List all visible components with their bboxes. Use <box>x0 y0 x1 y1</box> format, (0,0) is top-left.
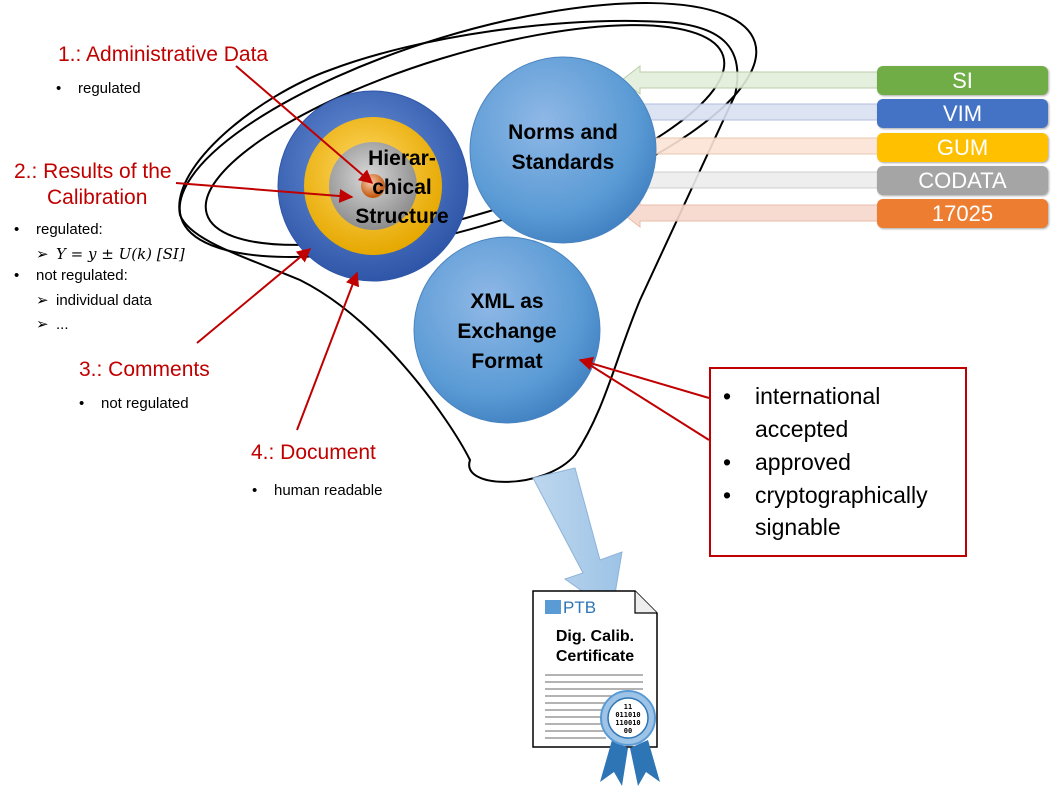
label-admin: 1.: Administrative Data <box>58 43 269 66</box>
standard-si: SI <box>877 66 1048 95</box>
hierarchical-text: Hierar- chical Structure <box>355 147 449 228</box>
hierarchical-target <box>277 90 469 282</box>
loop-outer <box>178 2 758 258</box>
label-results-2: Calibration <box>47 186 148 209</box>
bullet-results-formula: ➢Y = y ± U(k) [SI] <box>36 245 185 263</box>
bullet-comments: •not regulated <box>79 395 189 412</box>
label-comments: 3.: Comments <box>79 358 210 381</box>
certificate-document <box>532 590 660 786</box>
xml-disc <box>413 236 601 424</box>
standard-vim: VIM <box>877 99 1048 128</box>
down-arrow <box>532 467 623 613</box>
ptb-logo: PTB <box>563 598 597 617</box>
label-document: 4.: Document <box>251 441 376 464</box>
bullet-admin: •regulated <box>56 80 141 97</box>
bullet-results-ellipsis: ➢... <box>36 316 69 333</box>
pointer-results <box>175 182 354 203</box>
pointer-admin <box>235 65 374 184</box>
binary-lines <box>545 674 643 739</box>
standard-17025: 17025 <box>877 199 1048 228</box>
norms-text: Norms and Standards <box>508 121 618 174</box>
bullet-document: •human readable <box>252 482 383 499</box>
pointer-comments <box>196 248 312 344</box>
label-results-1: 2.: Results of the <box>14 160 172 183</box>
pointer-xml-2 <box>589 364 710 441</box>
bullet-results-regulated: •regulated: <box>14 221 103 238</box>
xml-properties-box: •international accepted •approved •crypt… <box>709 367 967 557</box>
standard-gum: GUM <box>877 133 1048 162</box>
bullet-results-individual: ➢individual data <box>36 292 152 309</box>
norms-disc <box>469 56 657 244</box>
bullet-results-not-regulated: •not regulated: <box>14 267 128 284</box>
seal-text: 11 011010 110010 00 <box>615 703 641 735</box>
loop-inner <box>204 24 726 246</box>
standard-codata: CODATA <box>877 166 1048 195</box>
xml-text: XML as Exchange Format <box>457 290 557 373</box>
pointer-document <box>296 271 360 431</box>
pointer-xml <box>578 356 710 399</box>
certificate-title: Dig. Calib. Certificate <box>555 628 635 665</box>
